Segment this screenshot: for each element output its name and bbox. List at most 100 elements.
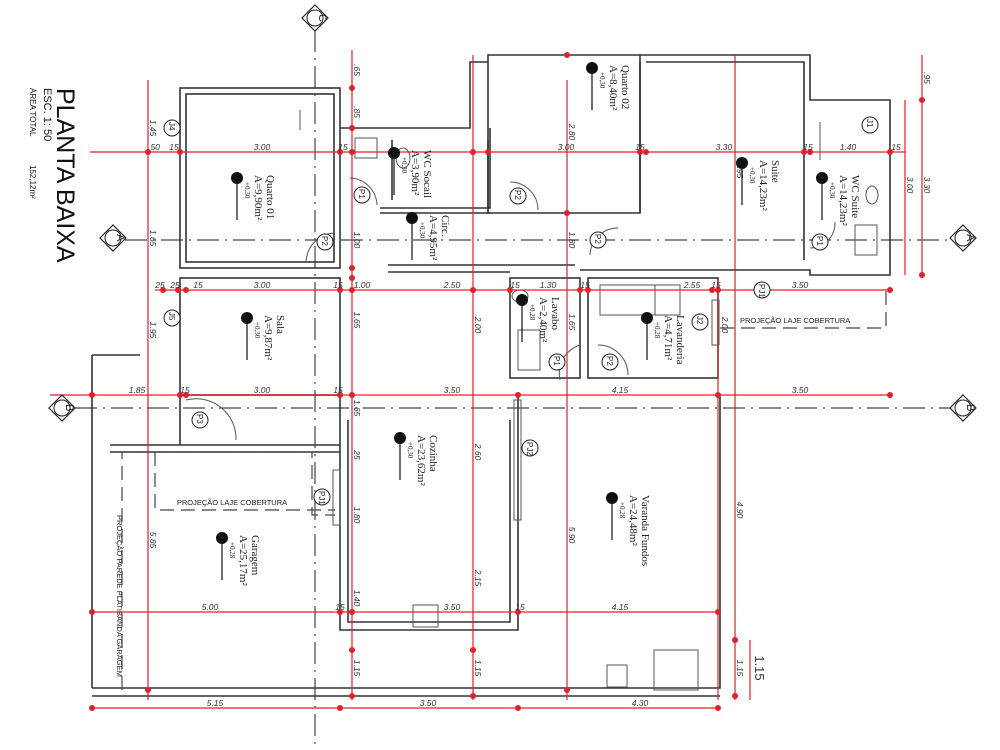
total-area-label: ÁREA TOTAL [28, 88, 37, 137]
dimension-node [349, 149, 355, 155]
tag-circle-icon [691, 313, 709, 331]
room-name: Circ. [439, 215, 451, 237]
dimension-label: 2.80 [567, 123, 577, 141]
tag-circle-icon [163, 119, 181, 137]
tag-circle-icon [548, 353, 566, 371]
dimension-node [470, 149, 476, 155]
tag-j1: J1 [861, 116, 879, 134]
section-marker-label: C [316, 14, 328, 22]
dimension-node [577, 287, 583, 293]
level-marker-icon [586, 62, 598, 74]
dimension-label: 1.15 [352, 660, 362, 677]
tag-label: P1 [815, 236, 824, 246]
dimension-label: 2.50 [443, 280, 461, 290]
dimension-node [349, 609, 355, 615]
dimension-label: 3.00 [254, 385, 271, 395]
tag-label: P2 [593, 234, 602, 244]
dimension-label: 5.15 [207, 698, 224, 708]
tag-j4: J4 [163, 119, 181, 137]
projection-label: PROJEÇÃO LAJE COBERTURA [177, 498, 287, 507]
dimension-node [337, 609, 343, 615]
dimension-label: 15 [515, 602, 525, 612]
dimension-node [643, 149, 649, 155]
room-quarto-02: Quarto 02A=8,40m²+0,30 [586, 62, 631, 111]
room-area: A=25,17m² [237, 535, 249, 586]
room-level: +0,30 [748, 167, 756, 184]
dimension-label: 2.60 [473, 443, 483, 461]
room-name: WC Suite [849, 175, 861, 218]
tag-circle-icon [861, 116, 879, 134]
room-name: Lavanderia [674, 315, 686, 365]
dimension-node [89, 705, 95, 711]
tag-pj1: PJ1 [753, 281, 771, 299]
tag-label: J2 [695, 316, 704, 325]
dimension-label: 4.30 [632, 698, 649, 708]
room-level: +0,30 [243, 182, 251, 199]
room-area: A=9,90m² [252, 175, 264, 221]
room-name: Quarto 02 [619, 65, 631, 109]
dimension-label: 3.50 [792, 385, 809, 395]
dimension-node [337, 392, 343, 398]
room-name: Varanda Fundos [639, 495, 651, 566]
dimension-label: 3.50 [444, 602, 461, 612]
dimension-node [337, 705, 343, 711]
dimension-node [585, 287, 591, 293]
dimension-node [515, 609, 521, 615]
room-area: A=14,23m² [837, 175, 849, 226]
dimension-node [349, 125, 355, 131]
dimension-label: 2.00 [473, 316, 483, 334]
tag-circle-icon [163, 309, 181, 327]
tag-p3: P3 [191, 411, 209, 429]
dimension-node [470, 693, 476, 699]
tag-label: P2 [605, 356, 614, 366]
dimension-label: 3.95 [735, 162, 745, 179]
projection-outlines [121, 285, 887, 690]
tag-label: P2 [320, 236, 329, 246]
room-area: A=8,40m² [607, 65, 619, 111]
dimension-label: 3.00 [905, 177, 915, 194]
dimension-label: .50 [148, 142, 160, 152]
tag-label: J5 [167, 312, 176, 321]
dimension-label: 4.15 [612, 602, 629, 612]
level-marker-icon [241, 312, 253, 324]
dimension-node [349, 85, 355, 91]
level-marker-icon [816, 172, 828, 184]
tag-label: PJ1 [757, 284, 766, 298]
dimension-label: 3.00 [558, 142, 575, 152]
room-area: A=24,48m² [627, 495, 639, 546]
dimension-label: .85 [352, 106, 362, 118]
room-quarto-01: Quarto 01A=9,90m²+0,30 [231, 172, 276, 221]
dimension-node [709, 287, 715, 293]
room-area: A=4,71m² [662, 315, 674, 361]
dimension-node [183, 287, 189, 293]
tag-label: P1 [552, 356, 561, 366]
dimension-label: 15 [169, 142, 179, 152]
plan-title: PLANTA BAIXA [51, 88, 79, 263]
dimension-label: 15 [891, 142, 901, 152]
dimension-label: .65 [352, 64, 362, 76]
dimension-node [160, 287, 166, 293]
tag-circle-icon [601, 353, 619, 371]
room-level: +0,28 [228, 542, 236, 559]
dimension-label: 5.90 [567, 527, 577, 544]
dimension-label: 2.55 [683, 280, 701, 290]
room-level: +0,30 [253, 322, 261, 339]
tag-circle-icon [191, 411, 209, 429]
section-marker-circle [104, 229, 122, 247]
dimension-node [515, 392, 521, 398]
tag-circle-icon [316, 233, 334, 251]
dimension-label: 2.15 [473, 569, 483, 587]
dimension-label: 15 [335, 602, 345, 612]
room-name: Lavabo [549, 297, 561, 330]
section-marker-circle [954, 399, 972, 417]
level-marker-icon [231, 172, 243, 184]
dimension-label: 1.65 [148, 230, 158, 247]
title-block: PLANTA BAIXA ESC. 1: 50 ÁREA TOTAL 152,1… [28, 88, 79, 263]
level-marker-icon [216, 532, 228, 544]
tag-circle-icon [509, 187, 527, 205]
tag-p2: P2 [601, 353, 619, 371]
dimension-label: 1.65 [567, 314, 577, 331]
room-level: +0,30 [418, 222, 426, 239]
